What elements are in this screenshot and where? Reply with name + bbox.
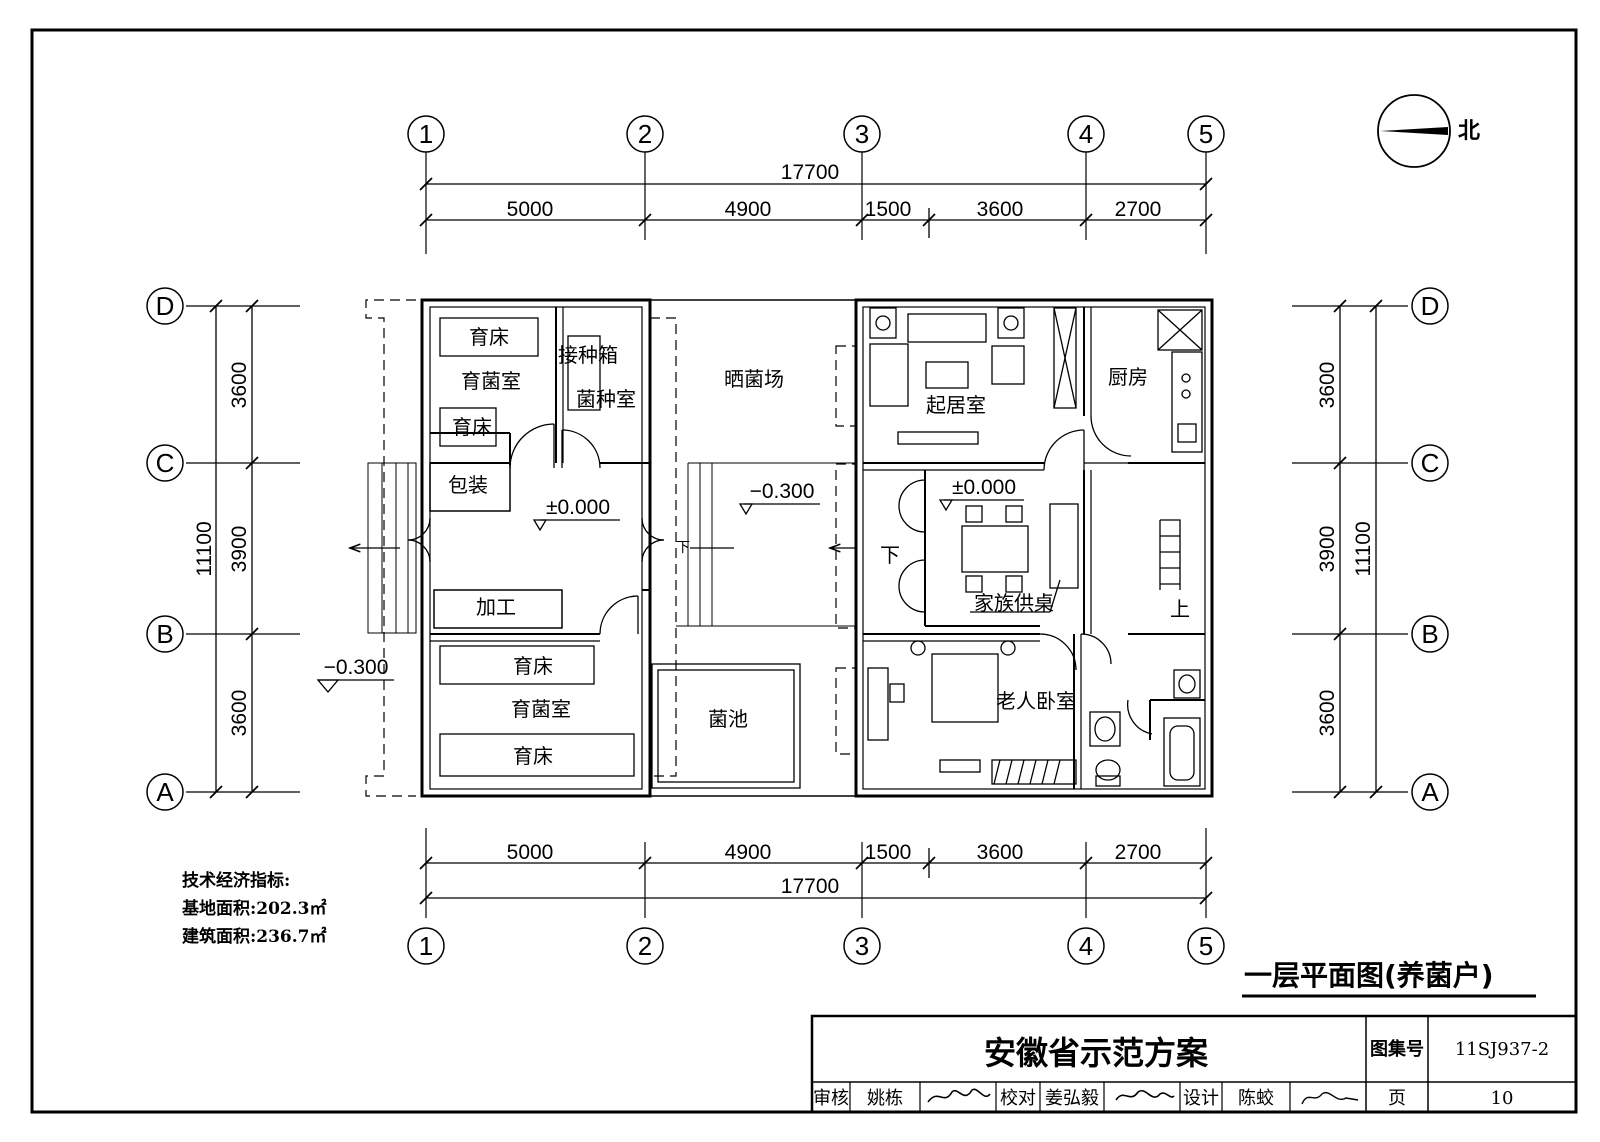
checker-name: 姜弘毅 (1045, 1088, 1099, 1109)
room-label-family-altar: 家族供桌 (974, 591, 1054, 615)
notes-heading: 技术经济指标: (182, 870, 290, 891)
axis-label-5: 5 (1199, 931, 1213, 961)
room-label-living-room: 起居室 (926, 393, 986, 417)
room-label-nursery: 育菌室 (511, 697, 571, 721)
axis-label-4: 4 (1079, 931, 1093, 961)
dim-span-bottom: 1500 (865, 841, 912, 864)
dashed-outlines (365, 299, 857, 797)
sheet-border (30, 28, 1578, 1114)
dimension-ticks (209, 177, 1383, 905)
level-yard: −0.300 (750, 480, 815, 503)
building-walls (420, 298, 1214, 798)
furniture (439, 307, 1203, 789)
dim-total-bottom: 17700 (781, 875, 839, 898)
dim-span-top: 4900 (725, 198, 772, 221)
dim-span-bottom: 4900 (725, 841, 772, 864)
axis-label-5: 5 (1199, 119, 1213, 149)
stair-up-label: 上 (1170, 597, 1190, 621)
level-hall: ±0.000 (546, 496, 610, 519)
page-label: 页 (1388, 1088, 1406, 1109)
room-label-kitchen: 厨房 (1108, 365, 1148, 389)
dim-span-top: 5000 (507, 198, 554, 221)
north-label: 北 (1458, 119, 1480, 144)
dim-vertical-span-left: 3900 (228, 526, 251, 573)
axis-bubbles (146, 115, 1449, 965)
dim-vertical-span-left: 3600 (228, 690, 251, 737)
title-block (810, 1014, 1578, 1114)
designer-name: 陈蛟 (1238, 1088, 1274, 1109)
dim-span-top: 2700 (1115, 198, 1162, 221)
project-name: 安徽省示范方案 (984, 1034, 1209, 1072)
axis-label-D: D (1421, 291, 1440, 321)
page-number: 10 (1491, 1088, 1514, 1109)
axis-label-C: C (1421, 448, 1440, 478)
reviewer-signature (927, 1088, 991, 1103)
room-label-processing: 加工 (476, 595, 516, 619)
axis-label-2: 2 (638, 931, 652, 961)
checker-signature (1115, 1089, 1175, 1101)
axis-label-4: 4 (1079, 119, 1093, 149)
dim-span-bottom: 5000 (507, 841, 554, 864)
axis-label-A: A (156, 777, 174, 807)
flow-arrows (350, 548, 1061, 613)
atlas-number: 11SJ937-2 (1455, 1039, 1549, 1060)
designer-signature (1301, 1091, 1359, 1105)
down-mark: 下 (676, 540, 690, 556)
level-dining: ±0.000 (952, 476, 1016, 499)
notes-site-area: 基地面积:202.3㎡ (181, 898, 327, 919)
dim-total-top: 17700 (781, 161, 839, 184)
down-mark: 下 (880, 543, 900, 567)
axis-label-3: 3 (855, 119, 869, 149)
room-label-drying-yard: 晒菌场 (724, 367, 784, 391)
axis-label-2: 2 (638, 119, 652, 149)
axis-label-B: B (156, 619, 173, 649)
axis-label-A: A (1421, 777, 1439, 807)
room-label-elder-bedroom: 老人卧室 (996, 689, 1076, 713)
axis-label-B: B (1421, 619, 1438, 649)
dim-span-top: 3600 (977, 198, 1024, 221)
axis-label-D: D (156, 291, 175, 321)
reviewer-label: 审核 (813, 1088, 849, 1109)
room-label-bed: 育床 (513, 654, 553, 678)
room-label-bed: 育床 (469, 325, 509, 349)
dim-span-bottom: 3600 (977, 841, 1024, 864)
room-label-inoculation-box: 接种箱 (558, 343, 618, 367)
axis-label-3: 3 (855, 931, 869, 961)
atlas-label: 图集号 (1370, 1038, 1424, 1060)
axis-lines (186, 152, 1408, 918)
level-markers (316, 499, 1024, 694)
dim-vertical-span-right: 3600 (1316, 362, 1339, 409)
axis-label-C: C (156, 448, 175, 478)
room-label-mushroom-pool: 菌池 (708, 707, 748, 731)
level-outside: −0.300 (324, 656, 389, 679)
dim-vertical-total-right: 11100 (1352, 521, 1375, 576)
door-swings (407, 415, 1153, 735)
room-label-packing: 包装 (448, 473, 488, 497)
designer-label: 设计 (1183, 1088, 1219, 1109)
dim-vertical-span-left: 3600 (228, 362, 251, 409)
dim-vertical-span-right: 3600 (1316, 690, 1339, 737)
north-arrow (1377, 94, 1451, 168)
notes-building-area: 建筑面积:236.7㎡ (182, 926, 327, 947)
dim-span-bottom: 2700 (1115, 841, 1162, 864)
room-label-bed: 育床 (513, 744, 553, 768)
room-label-bed: 育床 (452, 415, 492, 439)
reviewer-name: 姚栋 (867, 1088, 903, 1109)
room-label-nursery: 育菌室 (461, 369, 521, 393)
drawing-title: 一层平面图(养菌户) (1244, 959, 1494, 992)
dim-vertical-span-right: 3900 (1316, 526, 1339, 573)
axis-label-1: 1 (419, 119, 433, 149)
checker-label: 校对 (1000, 1088, 1036, 1109)
dimension-lines (215, 183, 1377, 899)
dim-vertical-total-left: 11100 (193, 521, 216, 576)
room-label-spawn-room: 菌种室 (576, 387, 636, 411)
axis-label-1: 1 (419, 931, 433, 961)
dim-span-top: 1500 (865, 198, 912, 221)
